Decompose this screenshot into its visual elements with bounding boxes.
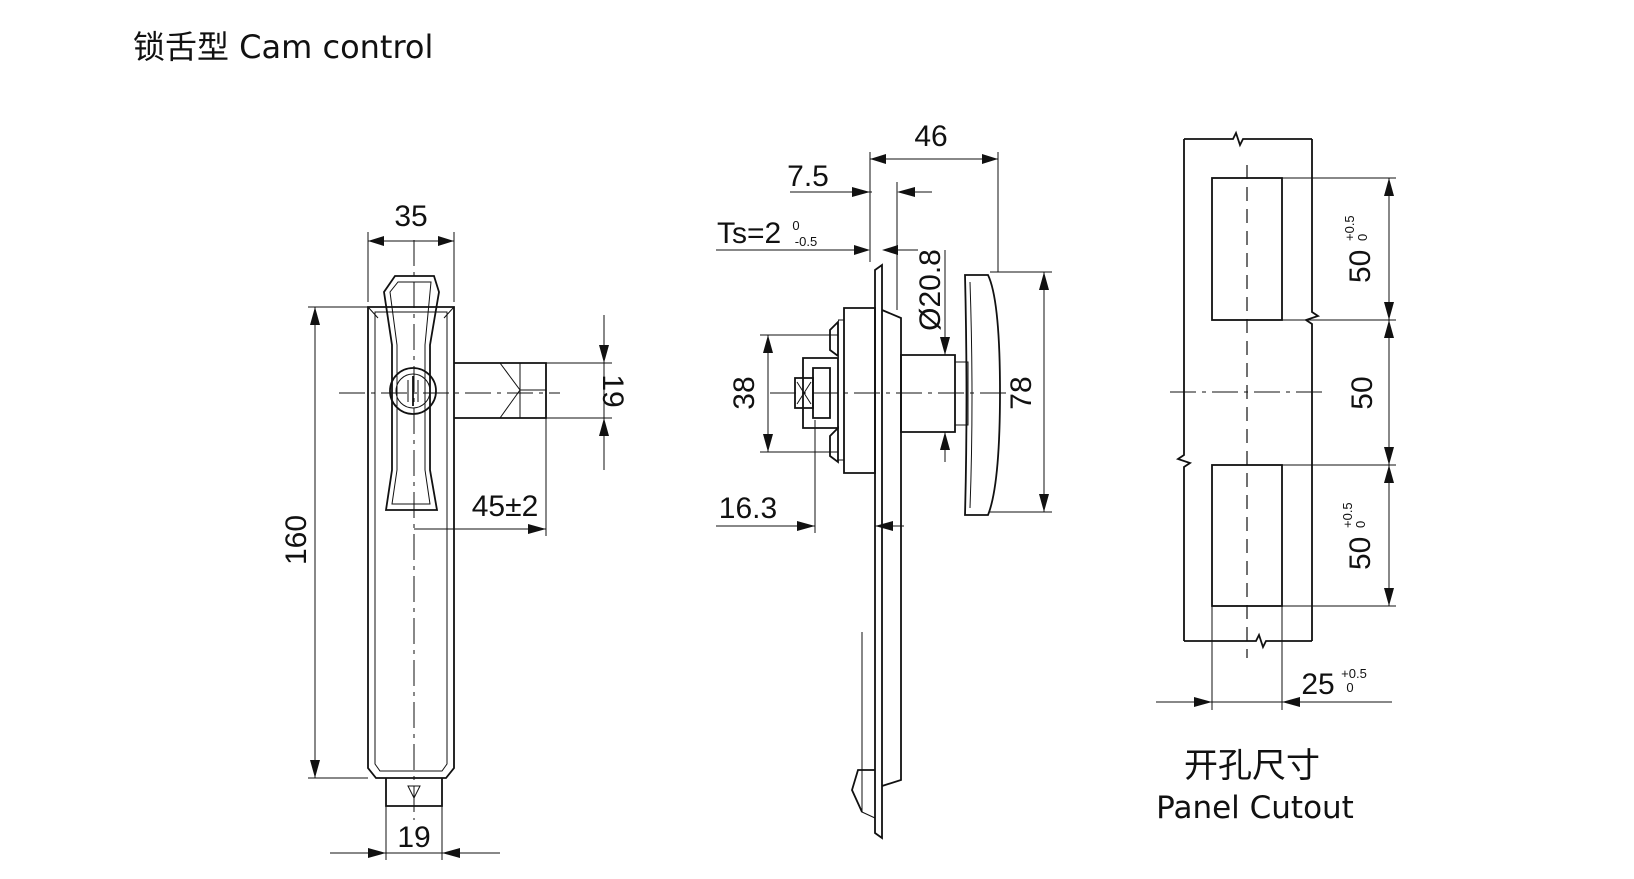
dim-thickness: Ts=2	[717, 217, 781, 250]
dim-panel-offset: 7.5	[787, 160, 829, 193]
dim-slot-bottom-tol-upper: +0.5	[1340, 502, 1355, 528]
cutout-caption-cn: 开孔尺寸	[1184, 746, 1320, 786]
drawing-title: 锁舌型 Cam control	[133, 28, 433, 66]
dim-slot-width: 25	[1301, 668, 1334, 701]
dim-height: 160	[280, 515, 313, 565]
dim-handle-height: 78	[1005, 376, 1038, 409]
dim-width: 35	[394, 200, 427, 233]
dim-flange-offset: 16.3	[719, 492, 777, 525]
dim-slot-top-tol-upper: +0.5	[1342, 215, 1357, 241]
cutout-caption-en: Panel Cutout	[1156, 790, 1354, 826]
dim-thickness-tol-upper: 0	[792, 218, 799, 233]
dim-slot-width-tol-upper: +0.5	[1341, 666, 1367, 681]
dim-slot-spacing: 50	[1346, 376, 1379, 409]
front-view: 35 160 19 45±2 19	[280, 200, 629, 860]
dim-cam-offset: 45±2	[472, 490, 539, 523]
side-view: 46 7.5 Ts=2 0 -0.5 Ø20.8 38 78	[716, 120, 1052, 840]
dim-cam-height: 19	[596, 374, 629, 407]
dim-slot-top-tol-lower: 0	[1355, 234, 1370, 241]
dim-thickness-tol-lower: -0.5	[795, 234, 817, 249]
dim-body-height: 38	[728, 376, 761, 409]
dim-diameter: Ø20.8	[914, 249, 947, 331]
dim-slot-width-tol-lower: 0	[1346, 680, 1353, 695]
dim-slot-bottom-tol-lower: 0	[1353, 521, 1368, 528]
cutout-view: 50 +0.5 0 50 50 +0.5 0 25 +0.5 0 开孔尺寸 Pa…	[1156, 130, 1396, 826]
dim-slot-top: 50	[1344, 250, 1377, 283]
dim-depth: 46	[914, 120, 947, 153]
dim-slot-bottom: 50	[1344, 537, 1377, 570]
dim-base-width: 19	[397, 821, 430, 854]
